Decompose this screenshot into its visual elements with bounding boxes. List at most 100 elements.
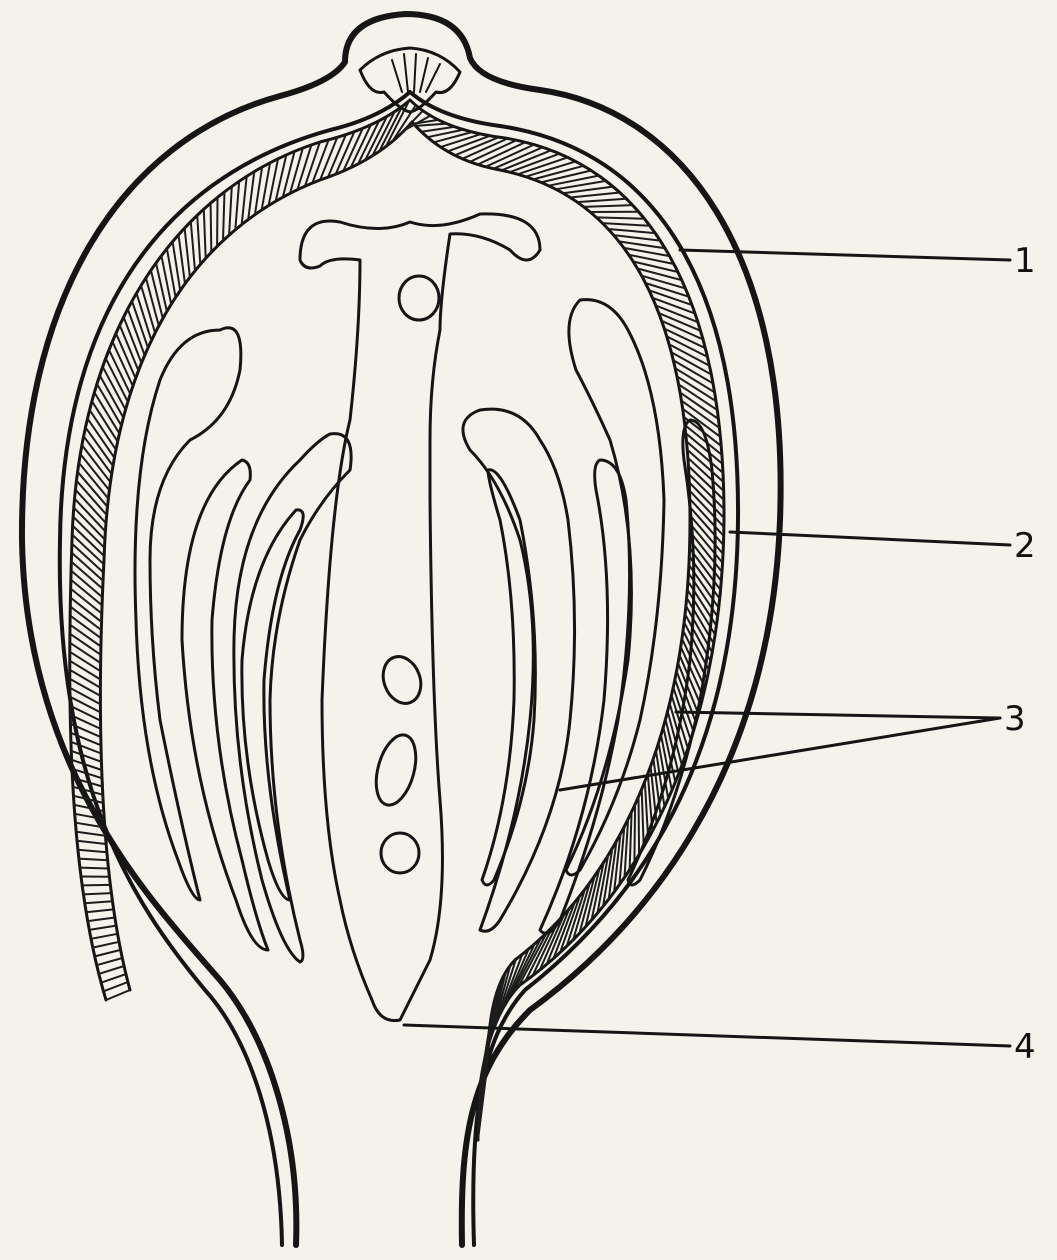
hatch-line	[84, 436, 112, 474]
hatch-line	[76, 832, 105, 836]
hatch-line	[421, 127, 455, 132]
hatch-line	[518, 932, 547, 986]
label-3: 3	[1004, 699, 1026, 739]
hatch-line	[434, 132, 472, 142]
hatch-line	[94, 393, 119, 434]
micropyle	[360, 48, 460, 112]
hatch-line	[185, 228, 190, 277]
hatch-line	[78, 850, 107, 853]
hatch-line	[83, 893, 111, 894]
hatch-line	[191, 222, 195, 271]
micropyle-striations	[392, 54, 440, 92]
hatch-line	[106, 990, 130, 1000]
hatch-line	[82, 445, 111, 482]
hatch-line	[630, 812, 632, 870]
hatch-line	[91, 934, 118, 939]
cavity-3	[381, 833, 419, 873]
leader-1	[680, 250, 1010, 260]
hatch-line	[680, 392, 718, 419]
cavity-top	[399, 276, 439, 320]
hatch-line	[73, 517, 104, 548]
hatch-line	[255, 167, 262, 215]
hatch-line	[204, 209, 206, 258]
right-lobe-4	[463, 409, 575, 931]
hatch-line	[584, 205, 633, 207]
hatch-line	[70, 652, 101, 672]
hatch-line	[70, 679, 101, 696]
central-axis	[300, 214, 540, 1021]
hatch-line	[92, 401, 118, 442]
hatch-line	[93, 942, 119, 948]
hatch-line	[99, 966, 124, 974]
hatch-line	[104, 982, 128, 991]
hatch-line	[614, 235, 661, 241]
hatch-line	[478, 142, 526, 164]
hatch-line	[74, 508, 105, 540]
hatch-line	[95, 950, 121, 957]
hatch-line	[89, 926, 116, 930]
hatch-line	[73, 526, 105, 556]
hatch-line	[541, 171, 591, 183]
hatch-line	[602, 223, 650, 226]
hatch-line	[75, 490, 106, 524]
hatch-line	[88, 419, 115, 458]
hatch-line	[79, 859, 108, 861]
hatch-line	[70, 697, 101, 713]
hatch-line	[242, 176, 247, 224]
hatch-line	[97, 384, 121, 426]
endosperm-hatching	[70, 101, 724, 1140]
hatch-line	[151, 270, 163, 318]
hatch-line	[570, 193, 620, 198]
hatch-line	[77, 481, 107, 515]
hatch-line	[97, 958, 123, 965]
hatch-line	[223, 192, 225, 241]
leader-3b	[560, 718, 1000, 790]
hatch-line	[494, 147, 543, 168]
hatch-line	[248, 172, 254, 220]
hatch-line	[608, 229, 655, 233]
hatch-line	[416, 124, 447, 126]
label-1: 1	[1014, 241, 1036, 281]
left-lobe-outer	[135, 328, 241, 900]
hatch-line	[70, 643, 101, 663]
hatch-line	[75, 499, 106, 532]
hatch-line	[82, 885, 110, 886]
hatch-line	[85, 901, 113, 903]
hatch-line	[235, 181, 239, 230]
hatch-line	[70, 670, 101, 688]
right-lobe-5	[482, 470, 535, 885]
hatch-line	[179, 235, 186, 284]
hatch-line	[596, 217, 644, 218]
hatch-line	[86, 909, 114, 912]
hatch-line	[146, 278, 159, 326]
hatch-line	[634, 804, 635, 862]
hatch-line	[70, 688, 101, 705]
hatch-line	[88, 918, 115, 922]
hatch-line	[141, 286, 155, 334]
hatch-line	[90, 410, 116, 450]
cavity-1	[377, 651, 427, 708]
hatch-line	[197, 215, 200, 264]
hatch-line	[86, 427, 114, 466]
hatch-line	[470, 140, 517, 162]
hatch-line	[229, 186, 232, 235]
hatch-line	[73, 787, 103, 795]
cavity-2	[369, 731, 422, 810]
hatch-line	[70, 661, 101, 680]
label-4: 4	[1014, 1027, 1036, 1067]
hatch-line	[577, 199, 626, 202]
hatch-line	[486, 145, 534, 167]
hatch-line	[80, 868, 109, 869]
leader-2	[730, 532, 1010, 545]
label-2: 2	[1014, 526, 1036, 566]
hatch-line	[77, 841, 106, 844]
hatch-line	[79, 463, 109, 499]
hatch-line	[642, 789, 644, 847]
hatch-line	[211, 203, 212, 252]
hatch-line	[639, 797, 640, 855]
hatch-line	[80, 454, 109, 490]
left-lobe-4	[242, 510, 303, 900]
hatch-line	[78, 472, 108, 507]
hatch-line	[101, 974, 126, 983]
